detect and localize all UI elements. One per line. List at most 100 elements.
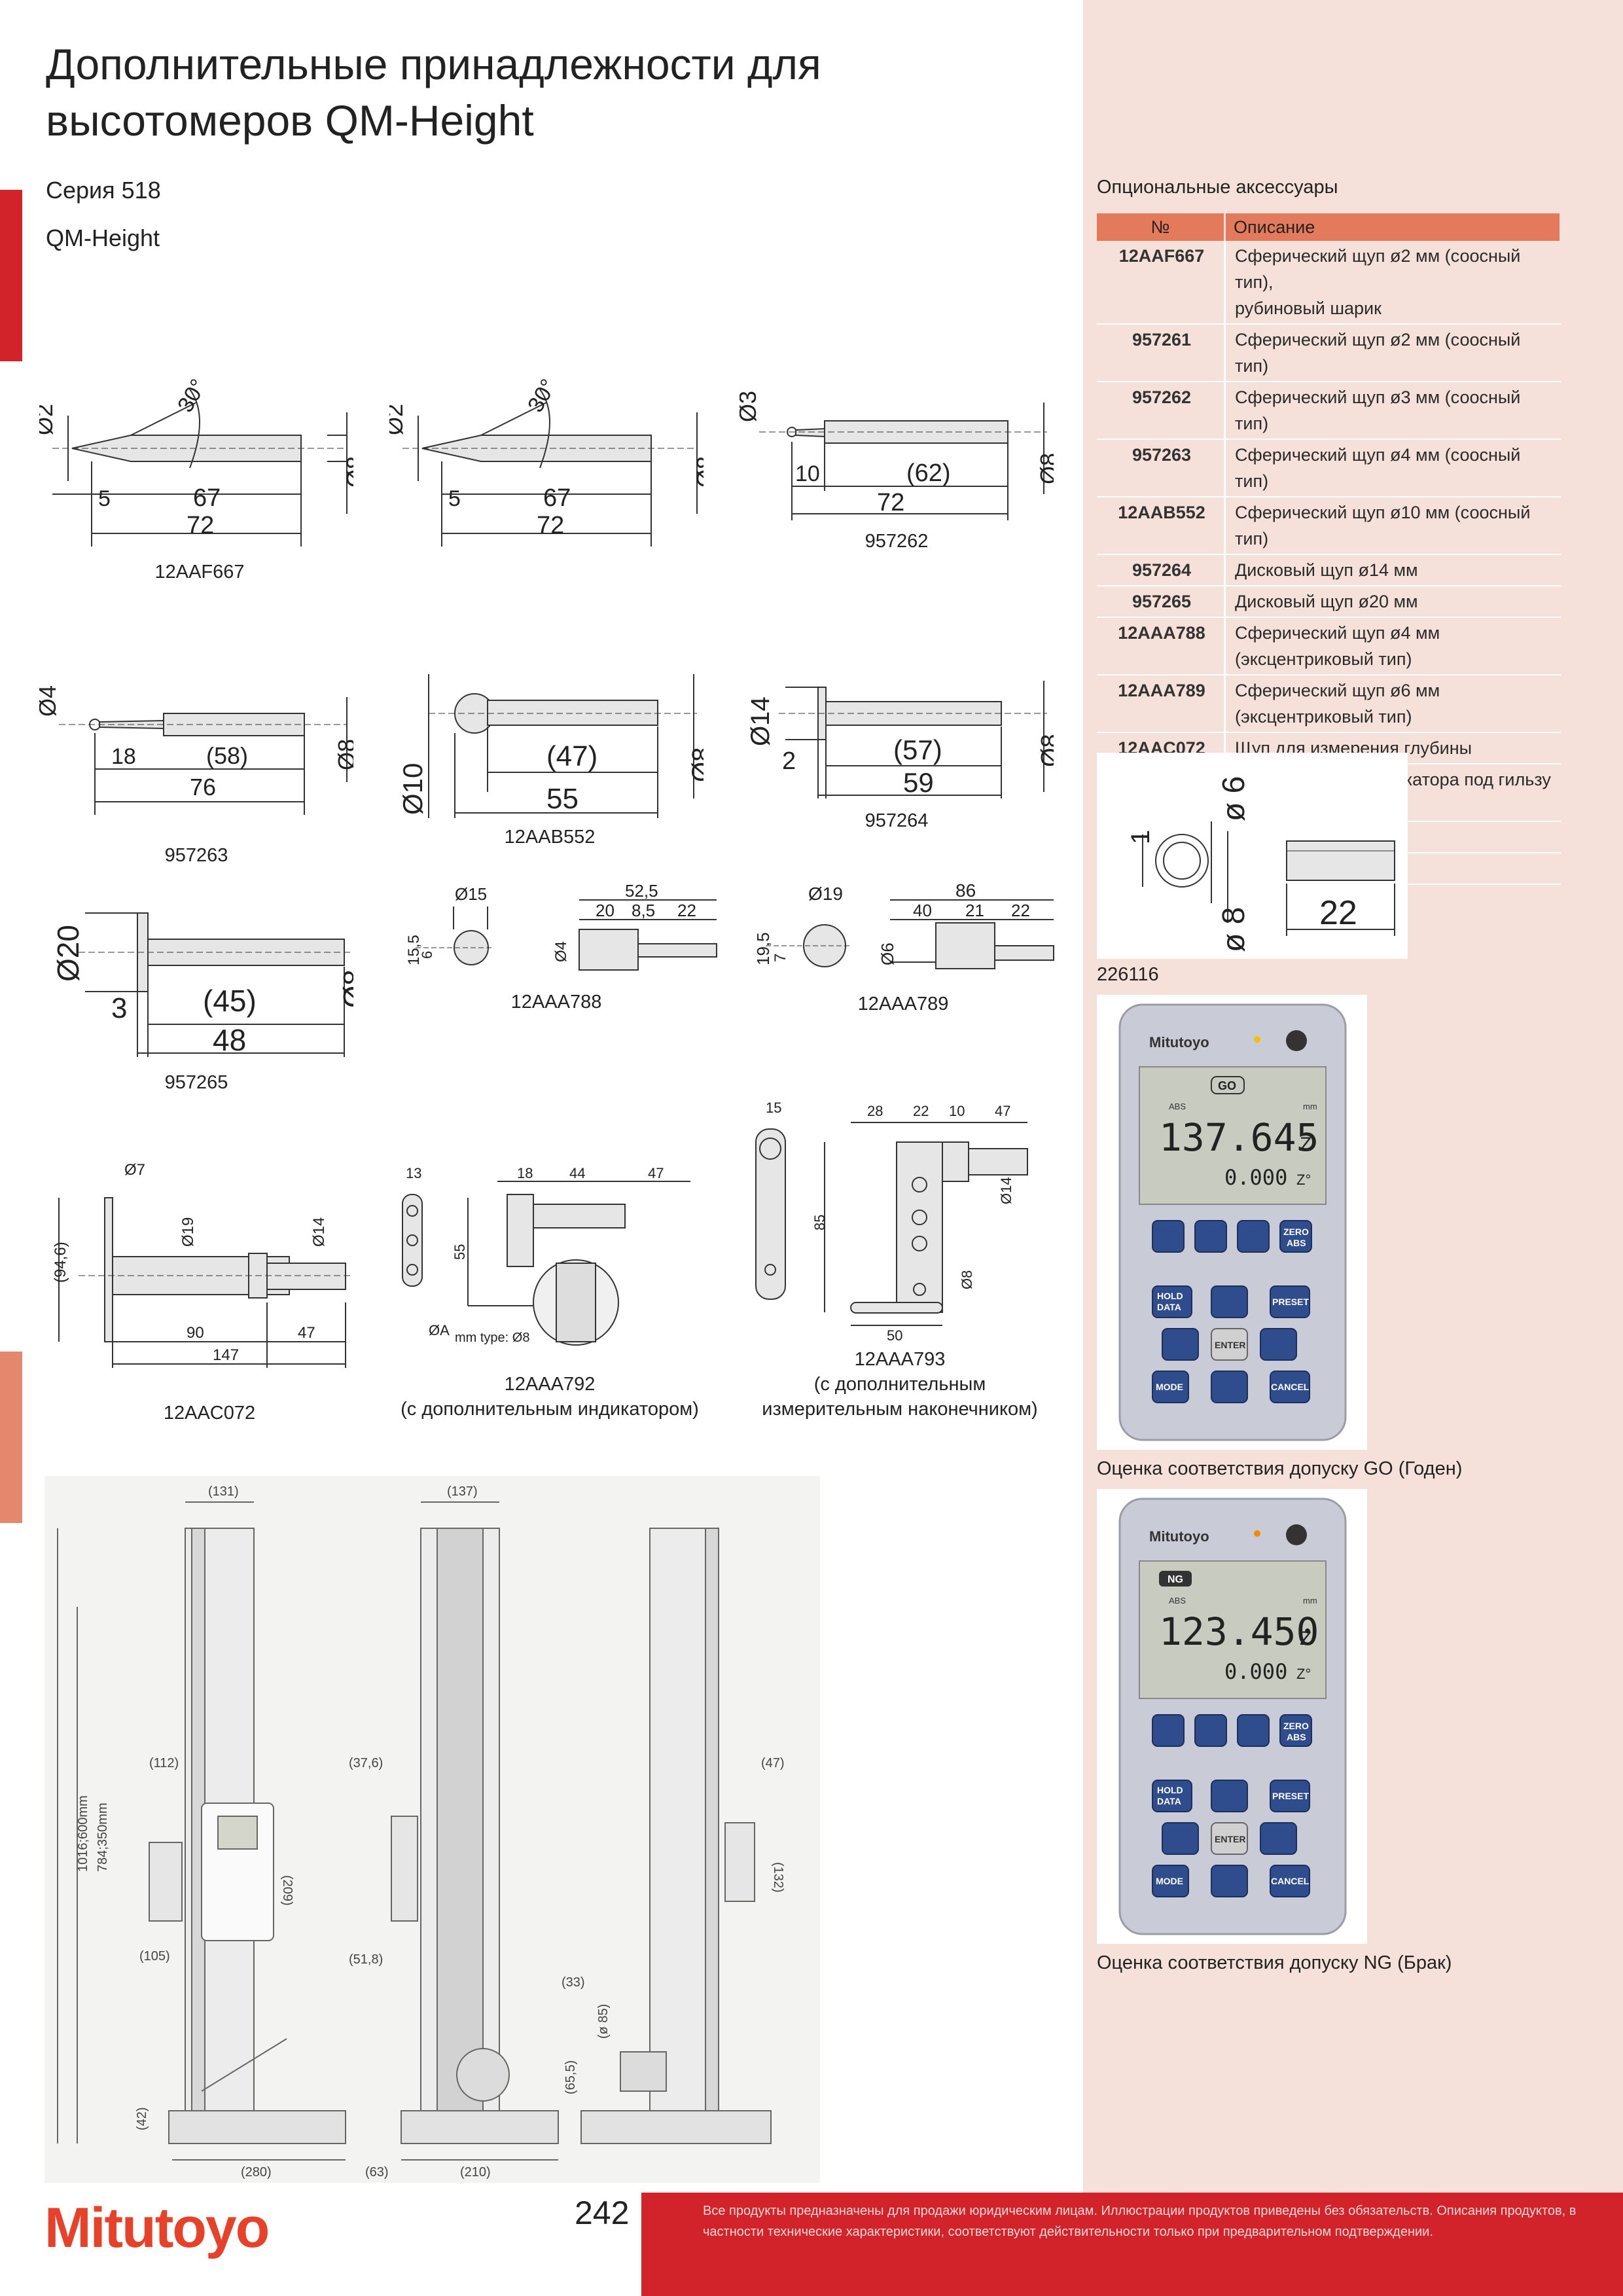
- dim-h: (33): [562, 1975, 585, 1990]
- key-abs: ABS: [1287, 1238, 1306, 1248]
- dim-d-shank: Ø8: [338, 969, 353, 1008]
- abs-label: ABS: [1169, 1102, 1186, 1111]
- page-title: Дополнительные принадлежности для высото…: [46, 40, 821, 145]
- dim-c: (47): [761, 1756, 785, 1770]
- reading-main: 137.645: [1159, 1115, 1319, 1160]
- caption-957263: 957263: [164, 845, 228, 866]
- dim-i: (ø 85): [596, 2004, 611, 2039]
- dim-c: 10: [949, 1103, 965, 1119]
- row-part-number: 957264: [1097, 554, 1226, 586]
- dim-j: (65,5): [563, 2060, 578, 2094]
- dim-d-tip: Ø2: [389, 404, 408, 435]
- caption-line-1: 12AAA793: [854, 1349, 946, 1370]
- dim-len: 22: [1319, 894, 1357, 932]
- dim-d-mid: Ø19: [179, 1217, 197, 1247]
- row-part-number: 957265: [1097, 586, 1226, 618]
- caption-12aaa789: 12AAA789: [857, 994, 949, 1014]
- key-preset: PRESET: [1272, 1297, 1309, 1307]
- table-header-row: № Описание: [1097, 213, 1561, 241]
- dim-w: 15: [766, 1100, 781, 1116]
- device-brand: Mitutoyo: [1149, 1528, 1209, 1545]
- row-part-number: 957262: [1097, 382, 1226, 440]
- row-description-line-1: Сферический щуп ø2 мм (соосный тип),: [1235, 246, 1521, 292]
- dim-c: 22: [1011, 901, 1030, 920]
- drawing-957264: Ø14 2 (57) 59 Ø8: [740, 661, 1054, 808]
- row-description: Сферический щуп ø3 мм (соосный тип): [1224, 382, 1561, 440]
- key-zero: ZERO: [1283, 1227, 1309, 1237]
- dim-c: 147: [213, 1346, 239, 1364]
- dim-55: 55: [546, 783, 579, 815]
- row-part-number: 12AAB552: [1097, 497, 1226, 555]
- dim-h: 55: [452, 1244, 468, 1260]
- dim-g: (51,8): [349, 1952, 383, 1967]
- dim-10: 10: [795, 461, 820, 486]
- status-led: [1254, 1036, 1260, 1043]
- caption-226116: 226116: [1097, 964, 1159, 985]
- dim-d-shank: Ø8: [687, 747, 704, 782]
- key-mode: MODE: [1156, 1382, 1183, 1392]
- series-label: Серия 518: [46, 177, 161, 204]
- reading-axis: Z: [1300, 1134, 1311, 1155]
- row-description-line-1: Сферический щуп ø4 мм (соосный тип): [1235, 445, 1521, 491]
- dim-d-tip: Ø10: [397, 763, 428, 815]
- dim-wall: 1: [1126, 830, 1155, 844]
- key-data: DATA: [1157, 1796, 1181, 1806]
- dim-h1: 15,5: [405, 935, 423, 965]
- caption-line-2: (с дополнительным индикатором): [401, 1399, 699, 1420]
- dim-18: 18: [111, 744, 136, 769]
- caption-line-1: 12AAA792: [504, 1374, 596, 1395]
- dim-n: (210): [460, 2165, 491, 2179]
- drawing-12aaa793: 15 28 22 10 47 85 Ø14 Ø8 50: [740, 1093, 1060, 1345]
- dim-d: Ø4: [552, 941, 570, 962]
- dim-d-tip: Ø14: [746, 696, 775, 746]
- dim-a: 90: [187, 1324, 204, 1342]
- dim-d-tip: Ø20: [51, 925, 85, 982]
- dim-total: 86: [955, 880, 976, 901]
- abs-label: ABS: [1169, 1596, 1186, 1605]
- dim-c: 22: [677, 901, 696, 920]
- dim-d-shank: Ø8: [692, 456, 704, 488]
- row-description: Сферический щуп ø4 мм (соосный тип): [1224, 439, 1561, 497]
- dim-f: (105): [139, 1949, 170, 1964]
- col-no-header: №: [1097, 213, 1226, 241]
- brand-logo: Mitutoyo: [45, 2197, 270, 2259]
- caption-line-2: (с дополнительным: [813, 1374, 986, 1395]
- dim-b: 21: [965, 901, 984, 920]
- caption-957265: 957265: [164, 1072, 228, 1093]
- dim-d-tip: Ø2: [39, 404, 58, 435]
- status-led: [1254, 1530, 1260, 1537]
- row-part-number: 12AAA789: [1097, 675, 1226, 733]
- drawing-12aaf667-variant: Ø2 30° 67 72 5 Ø8: [389, 376, 704, 556]
- dim-h-total: 1016;600mm: [76, 1795, 90, 1872]
- drawing-957265: Ø20 3 (45) 48 Ø8: [39, 893, 353, 1060]
- dim-57: (57): [893, 734, 942, 765]
- dim-d-out: ø 8: [1217, 907, 1251, 952]
- drawing-957263: Ø4 18 (58) 76 Ø8: [39, 664, 353, 821]
- dim-k: (42): [135, 2107, 149, 2130]
- dim-d: Ø6: [878, 942, 897, 965]
- dim-5: 5: [98, 486, 111, 511]
- key-zero: ZERO: [1283, 1721, 1309, 1731]
- dim-w-top2: (137): [447, 1484, 478, 1499]
- dim-h2: 6: [419, 951, 435, 959]
- row-description: Сферический щуп ø2 мм (соосный тип): [1224, 324, 1561, 382]
- row-description-line-1: Сферический щуп ø2 мм (соосный тип): [1235, 330, 1521, 376]
- key-abs: ABS: [1287, 1732, 1306, 1742]
- row-description-line-1: Сферический щуп ø10 мм (соосный тип): [1235, 503, 1531, 548]
- key-cancel: CANCEL: [1271, 1382, 1310, 1392]
- dim-d: 47: [995, 1103, 1010, 1119]
- caption-12aaa792: 12AAA792 (с дополнительным индикатором): [399, 1372, 700, 1422]
- caption-957262: 957262: [865, 531, 929, 552]
- section-marker-red: [0, 190, 22, 361]
- drawing-12aaa788: Ø15 15,5 6 Ø4 52,5 20 8,5 22: [389, 870, 730, 982]
- footer-disclaimer: Все продукты предназначены для продажи ю…: [703, 2204, 1577, 2239]
- drawing-12aac072: Ø7 (94,6) Ø19 Ø14 90 47 147: [39, 1152, 360, 1374]
- dim-w: 13: [406, 1165, 421, 1181]
- drawing-height-gauge-stand: (131) (137) 1016;600mm 784;350mm (112) (…: [45, 1476, 820, 2183]
- drawing-12aaa789: Ø19 19,5 7 Ø6 86 40 21 22: [740, 870, 1060, 985]
